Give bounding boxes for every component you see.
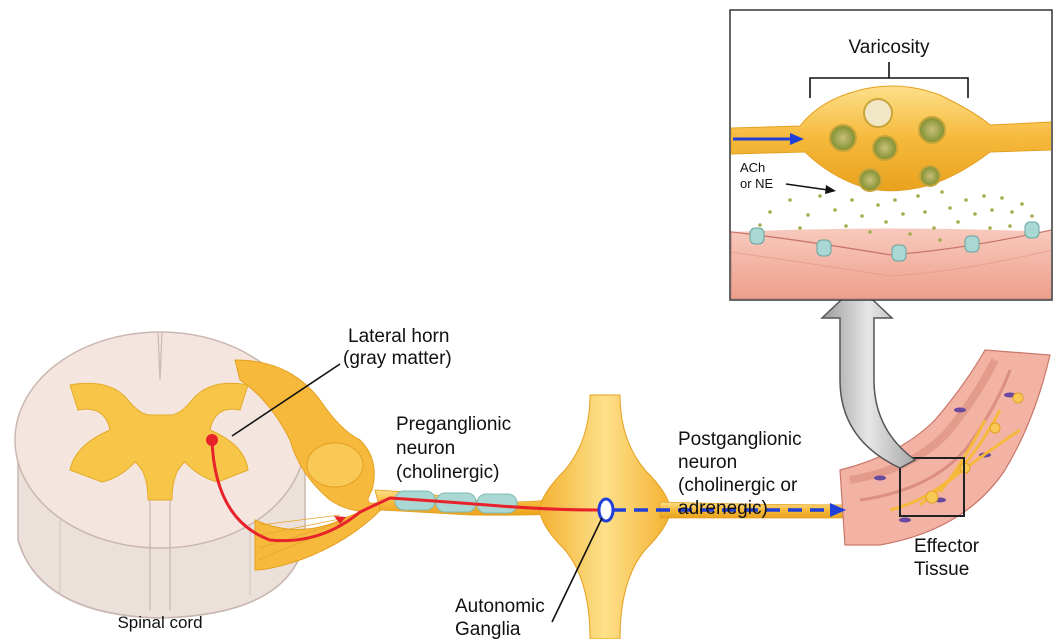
- lateral-horn-label-line2: (gray matter): [343, 348, 452, 369]
- preganglionic-cell-body: [206, 434, 218, 446]
- synapse-marker: [599, 499, 613, 521]
- postganglionic-label-line3: (cholinergic or: [678, 475, 798, 496]
- preganglionic-label-line3: (cholinergic): [396, 462, 499, 483]
- magnification-arrow: [822, 285, 915, 468]
- varicosity-label: Varicosity: [849, 37, 930, 58]
- effector-label-line1: Effector: [914, 536, 980, 557]
- lateral-horn-label-line1: Lateral horn: [348, 326, 449, 347]
- ganglia-label-line1: Autonomic: [455, 596, 545, 617]
- ach-label-line2: or NE: [740, 176, 774, 191]
- effector-label-line2: Tissue: [914, 559, 969, 580]
- postganglionic-label-line4: adrenegic): [678, 498, 768, 519]
- postganglionic-label-line1: Postganglionic: [678, 429, 802, 450]
- preganglionic-label-line2: neuron: [396, 438, 455, 459]
- spinal-cord-label: Spinal cord: [117, 613, 202, 632]
- postganglionic-label-line2: neuron: [678, 452, 737, 473]
- preganglionic-label-line1: Preganglionic: [396, 414, 511, 435]
- ganglia-label-line2: Ganglia: [455, 619, 521, 639]
- ach-label-line1: ACh: [740, 160, 765, 175]
